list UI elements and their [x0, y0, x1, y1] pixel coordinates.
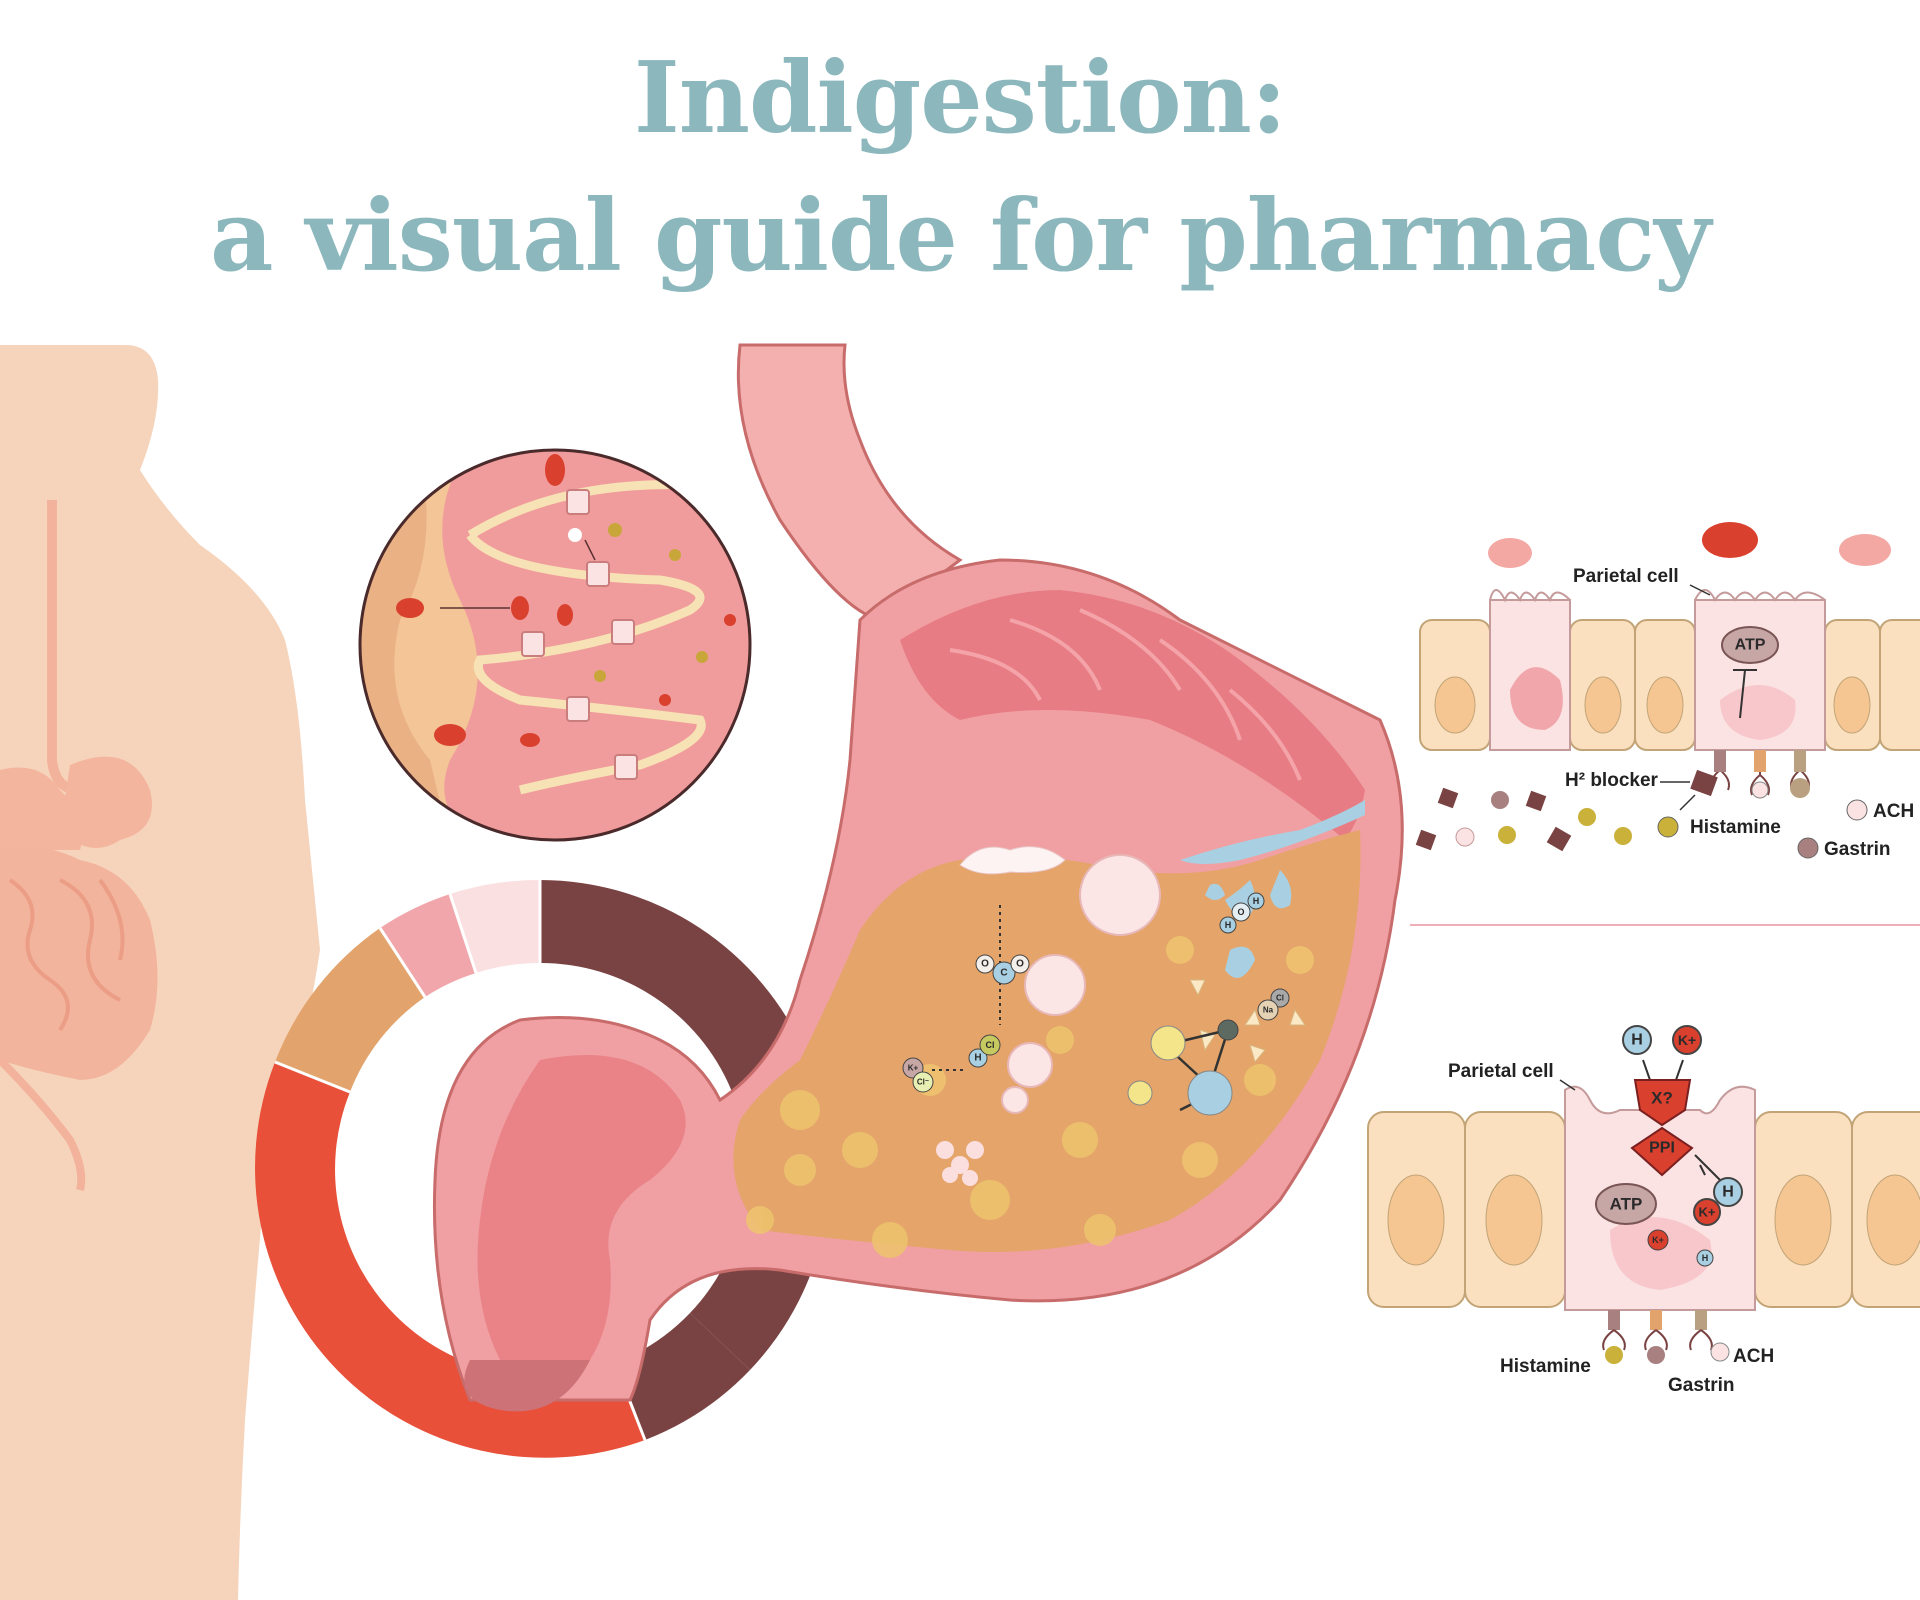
mol-k-plus: K+ [908, 1064, 919, 1073]
mol-c: C [1000, 968, 1007, 979]
h2-blocker-diagram: ATP Parietal cell H² blocker Histamine A… [1415, 522, 1920, 860]
ppi-diagram: Parietal cell H K+ X? PPI ATP H K+ K+ H [1367, 1025, 1920, 1396]
upper-ach-label: ACH [1873, 801, 1914, 822]
ring-segment-dark-bottom [615, 1313, 750, 1440]
ring-segment-red [255, 1062, 645, 1458]
molecule-cluster: O C O H Cl K+ Cl⁻ H O H Cl [902, 870, 1306, 1116]
lower-h-right: H [1722, 1184, 1734, 1201]
upper-parietal-cell-label: Parietal cell [1573, 566, 1679, 587]
mucosa-inset [358, 448, 752, 842]
upper-gastrin-label: Gastrin [1824, 839, 1891, 860]
lower-atp-label: ATP [1610, 1195, 1643, 1214]
lower-gastrin-label: Gastrin [1668, 1375, 1735, 1396]
mol-o-1: O [981, 959, 989, 970]
stomach: O C O H Cl K+ Cl⁻ H O H Cl [432, 343, 1404, 1412]
lower-x-label: X? [1651, 1089, 1673, 1108]
lower-ach-label: ACH [1733, 1346, 1774, 1367]
mol-na: Na [1263, 1006, 1274, 1015]
ring-segment-tan [275, 928, 425, 1092]
ring-segment-pink [380, 894, 476, 997]
lower-histamine-label: Histamine [1500, 1356, 1591, 1377]
title-line-1: Indigestion: [633, 41, 1287, 156]
mol-water-o: O [1237, 907, 1244, 917]
lower-h-top: H [1631, 1032, 1643, 1049]
title-line-2: a visual guide for pharmacy [209, 179, 1711, 294]
mol-o-2: O [1016, 959, 1024, 970]
body-silhouette [0, 345, 320, 1600]
lower-k-top: K+ [1678, 1032, 1696, 1048]
lower-parietal-cell-label: Parietal cell [1448, 1061, 1554, 1082]
mol-cl-2: Cl [1276, 994, 1284, 1003]
page-title: Indigestion: a visual guide for pharmacy [0, 30, 1920, 306]
lower-h-inner: H [1702, 1253, 1709, 1263]
mol-cl: Cl [986, 1040, 995, 1050]
ring-segment-light [450, 879, 540, 973]
lower-k-right: K+ [1699, 1205, 1716, 1220]
h2-blocker-label: H² blocker [1565, 770, 1659, 791]
mol-water-h-1: H [1225, 920, 1232, 930]
lower-ppi-label: PPI [1649, 1140, 1675, 1157]
mol-cl-minus: Cl⁻ [917, 1078, 929, 1087]
upper-histamine-label: Histamine [1690, 817, 1781, 838]
upper-atp-label: ATP [1735, 637, 1766, 654]
mol-h: H [974, 1053, 981, 1064]
lower-k-inner: K+ [1652, 1235, 1664, 1245]
mol-water-h-2: H [1253, 896, 1260, 906]
